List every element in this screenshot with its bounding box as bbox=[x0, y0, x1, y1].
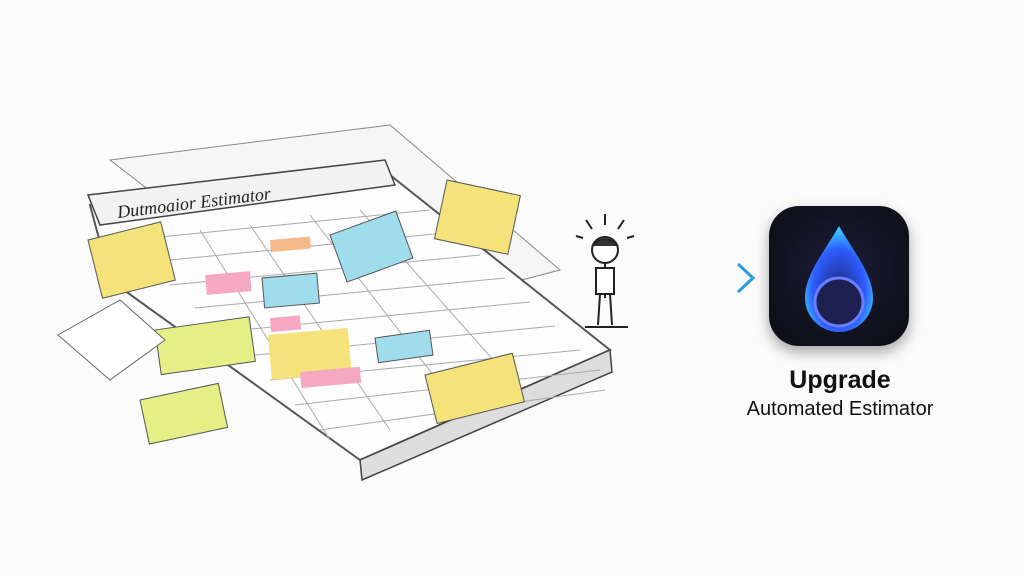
arrow-right-icon bbox=[645, 262, 756, 294]
water-drop-icon bbox=[805, 226, 873, 332]
app-icon[interactable] bbox=[769, 206, 909, 346]
app-subtitle: Automated Estimator bbox=[746, 398, 934, 420]
stressed-person-icon bbox=[575, 214, 635, 328]
upgrade-title: Upgrade bbox=[789, 366, 891, 394]
